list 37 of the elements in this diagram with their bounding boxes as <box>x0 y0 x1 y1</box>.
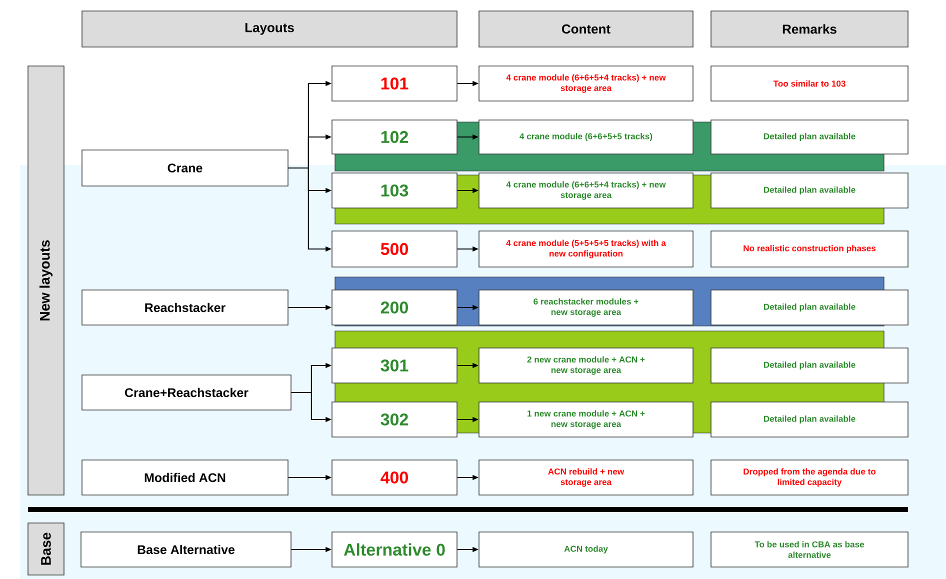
remark-box: Detailed plan available <box>710 402 908 438</box>
remark-box: Detailed plan available <box>710 120 908 154</box>
remark-box: To be used in CBA as base alternative <box>710 532 908 568</box>
category-box: Reachstacker <box>82 290 288 326</box>
category-box: Crane <box>82 150 288 186</box>
category-box: Base Alternative <box>80 532 292 568</box>
side-band: New layouts <box>28 66 64 496</box>
content-box: 4 crane module (5+5+5+5 tracks) with a new configuration <box>478 230 694 268</box>
layout-number-box: 101 <box>332 66 458 102</box>
layout-number-box: Alternative 0 <box>332 532 458 568</box>
side-band: Base <box>28 522 64 576</box>
remark-box: No realistic construction phases <box>710 230 908 268</box>
layout-number-box: 301 <box>332 348 458 384</box>
content-box: 1 new crane module + ACN + new storage area <box>478 402 694 438</box>
category-box: Modified ACN <box>82 460 288 496</box>
content-box: 4 crane module (6+6+5+4 tracks) + new storage area <box>478 66 694 102</box>
layout-number-box: 102 <box>332 120 458 154</box>
remark-box: Detailed plan available <box>710 290 908 326</box>
content-box: 2 new crane module + ACN + new storage area <box>478 348 694 384</box>
category-box: Crane+Reachstacker <box>82 374 292 410</box>
layout-number-box: 500 <box>332 230 458 268</box>
remark-box: Too similar to 103 <box>710 66 908 102</box>
content-box: ACN rebuild + new storage area <box>478 460 694 496</box>
column-header: Content <box>478 10 694 48</box>
layout-number-box: 400 <box>332 460 458 496</box>
content-box: 6 reachstacker modules + new storage area <box>478 290 694 326</box>
remark-box: Detailed plan available <box>710 172 908 208</box>
column-header: Layouts <box>82 10 458 48</box>
content-box: 4 crane module (6+6+5+4 tracks) + new storage area <box>478 172 694 208</box>
column-header: Remarks <box>710 10 908 48</box>
layout-number-box: 103 <box>332 172 458 208</box>
content-box: 4 crane module (6+6+5+5 tracks) <box>478 120 694 154</box>
content-box: ACN today <box>478 532 694 568</box>
remark-box: Detailed plan available <box>710 348 908 384</box>
remark-box: Dropped from the agenda due to limited capacity <box>710 460 908 496</box>
layout-number-box: 302 <box>332 402 458 438</box>
layout-number-box: 200 <box>332 290 458 326</box>
